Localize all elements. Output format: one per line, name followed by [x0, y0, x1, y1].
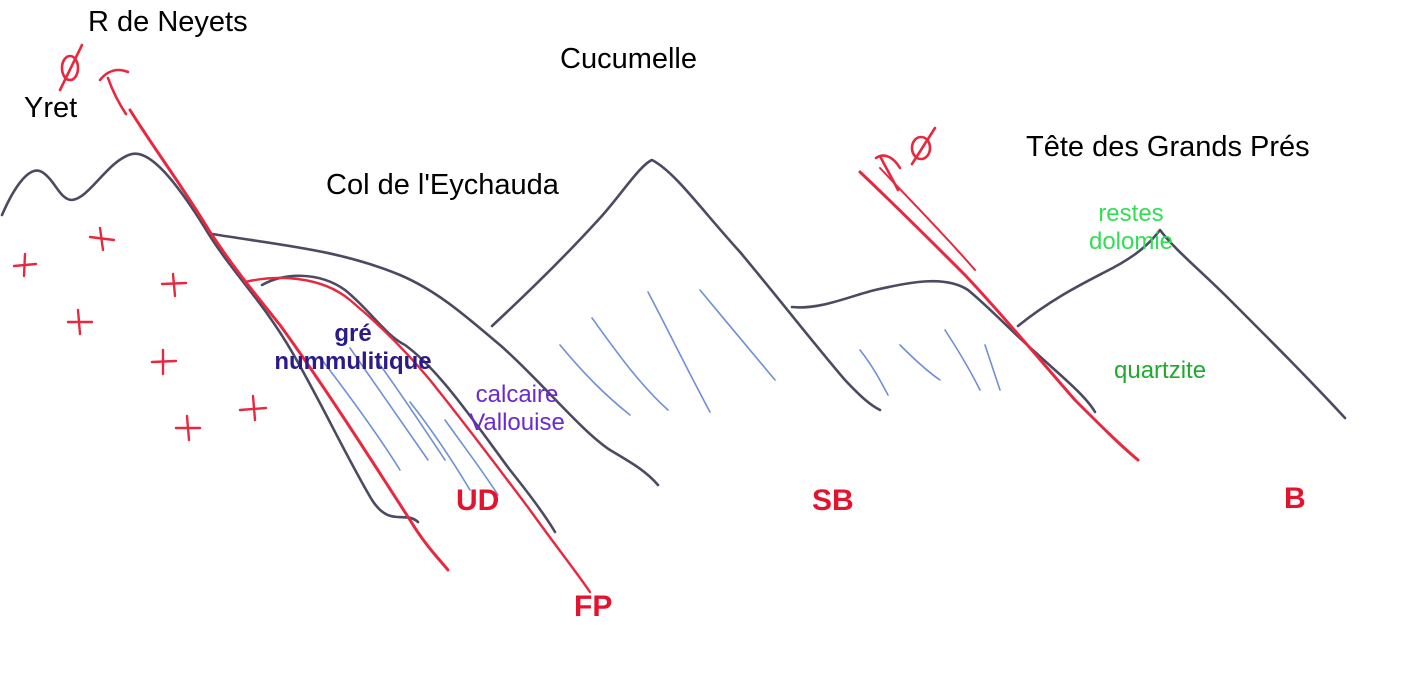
- label-calcaire-line2: Vallouise: [469, 408, 565, 436]
- phi-symbol-left: [60, 54, 80, 82]
- bedding-traces: [321, 289, 1001, 496]
- ridge-middle-valley: [790, 279, 1097, 414]
- label-unit-fp: FP: [574, 590, 613, 623]
- ridge-tete-grands-pres: [1016, 228, 1347, 420]
- fault-inner-left: [243, 276, 592, 594]
- label-calcaire-vallouise: calcaire Vallouise: [452, 381, 582, 436]
- label-r-de-neyets: R de Neyets: [88, 6, 248, 38]
- fault-right-double: [879, 167, 976, 271]
- fault-right: [858, 170, 1140, 462]
- label-unit-b: B: [1284, 482, 1306, 515]
- fault-lines: [12, 43, 1140, 594]
- label-gres-line1: gré: [334, 320, 372, 347]
- phi-symbol-right: [910, 135, 932, 161]
- ridge-lines: [0, 152, 1347, 534]
- label-cucumelle: Cucumelle: [560, 43, 697, 75]
- ridge-inner-syncline: [260, 274, 557, 534]
- label-calcaire-line1: calcaire: [475, 381, 559, 408]
- label-unit-sb: SB: [812, 484, 854, 517]
- fault-main-left: [128, 108, 450, 572]
- ridge-cucumelle: [490, 158, 882, 412]
- ridge-col-eychauda: [210, 232, 660, 487]
- label-restes-line1: restes: [1098, 200, 1164, 227]
- label-restes-line2: dolomie: [1088, 227, 1174, 255]
- fault-arrow-left: [98, 68, 130, 116]
- label-gres-line2: nummulitique: [274, 347, 432, 375]
- fault-arrow-right: [874, 154, 902, 192]
- label-gres-nummulitique: gré nummulitique: [258, 320, 448, 375]
- label-col-eychauda: Col de l'Eychauda: [326, 169, 559, 201]
- label-restes-dolomie: restes dolomie: [1076, 200, 1186, 255]
- label-yret: Yret: [24, 92, 78, 124]
- label-unit-ud: UD: [456, 484, 500, 517]
- granite-crosses: [12, 226, 268, 442]
- label-tete-grands-pres: Tête des Grands Prés: [1026, 131, 1310, 163]
- label-quartzite: quartzite: [1114, 357, 1207, 384]
- ridge-left-peak: [0, 152, 420, 524]
